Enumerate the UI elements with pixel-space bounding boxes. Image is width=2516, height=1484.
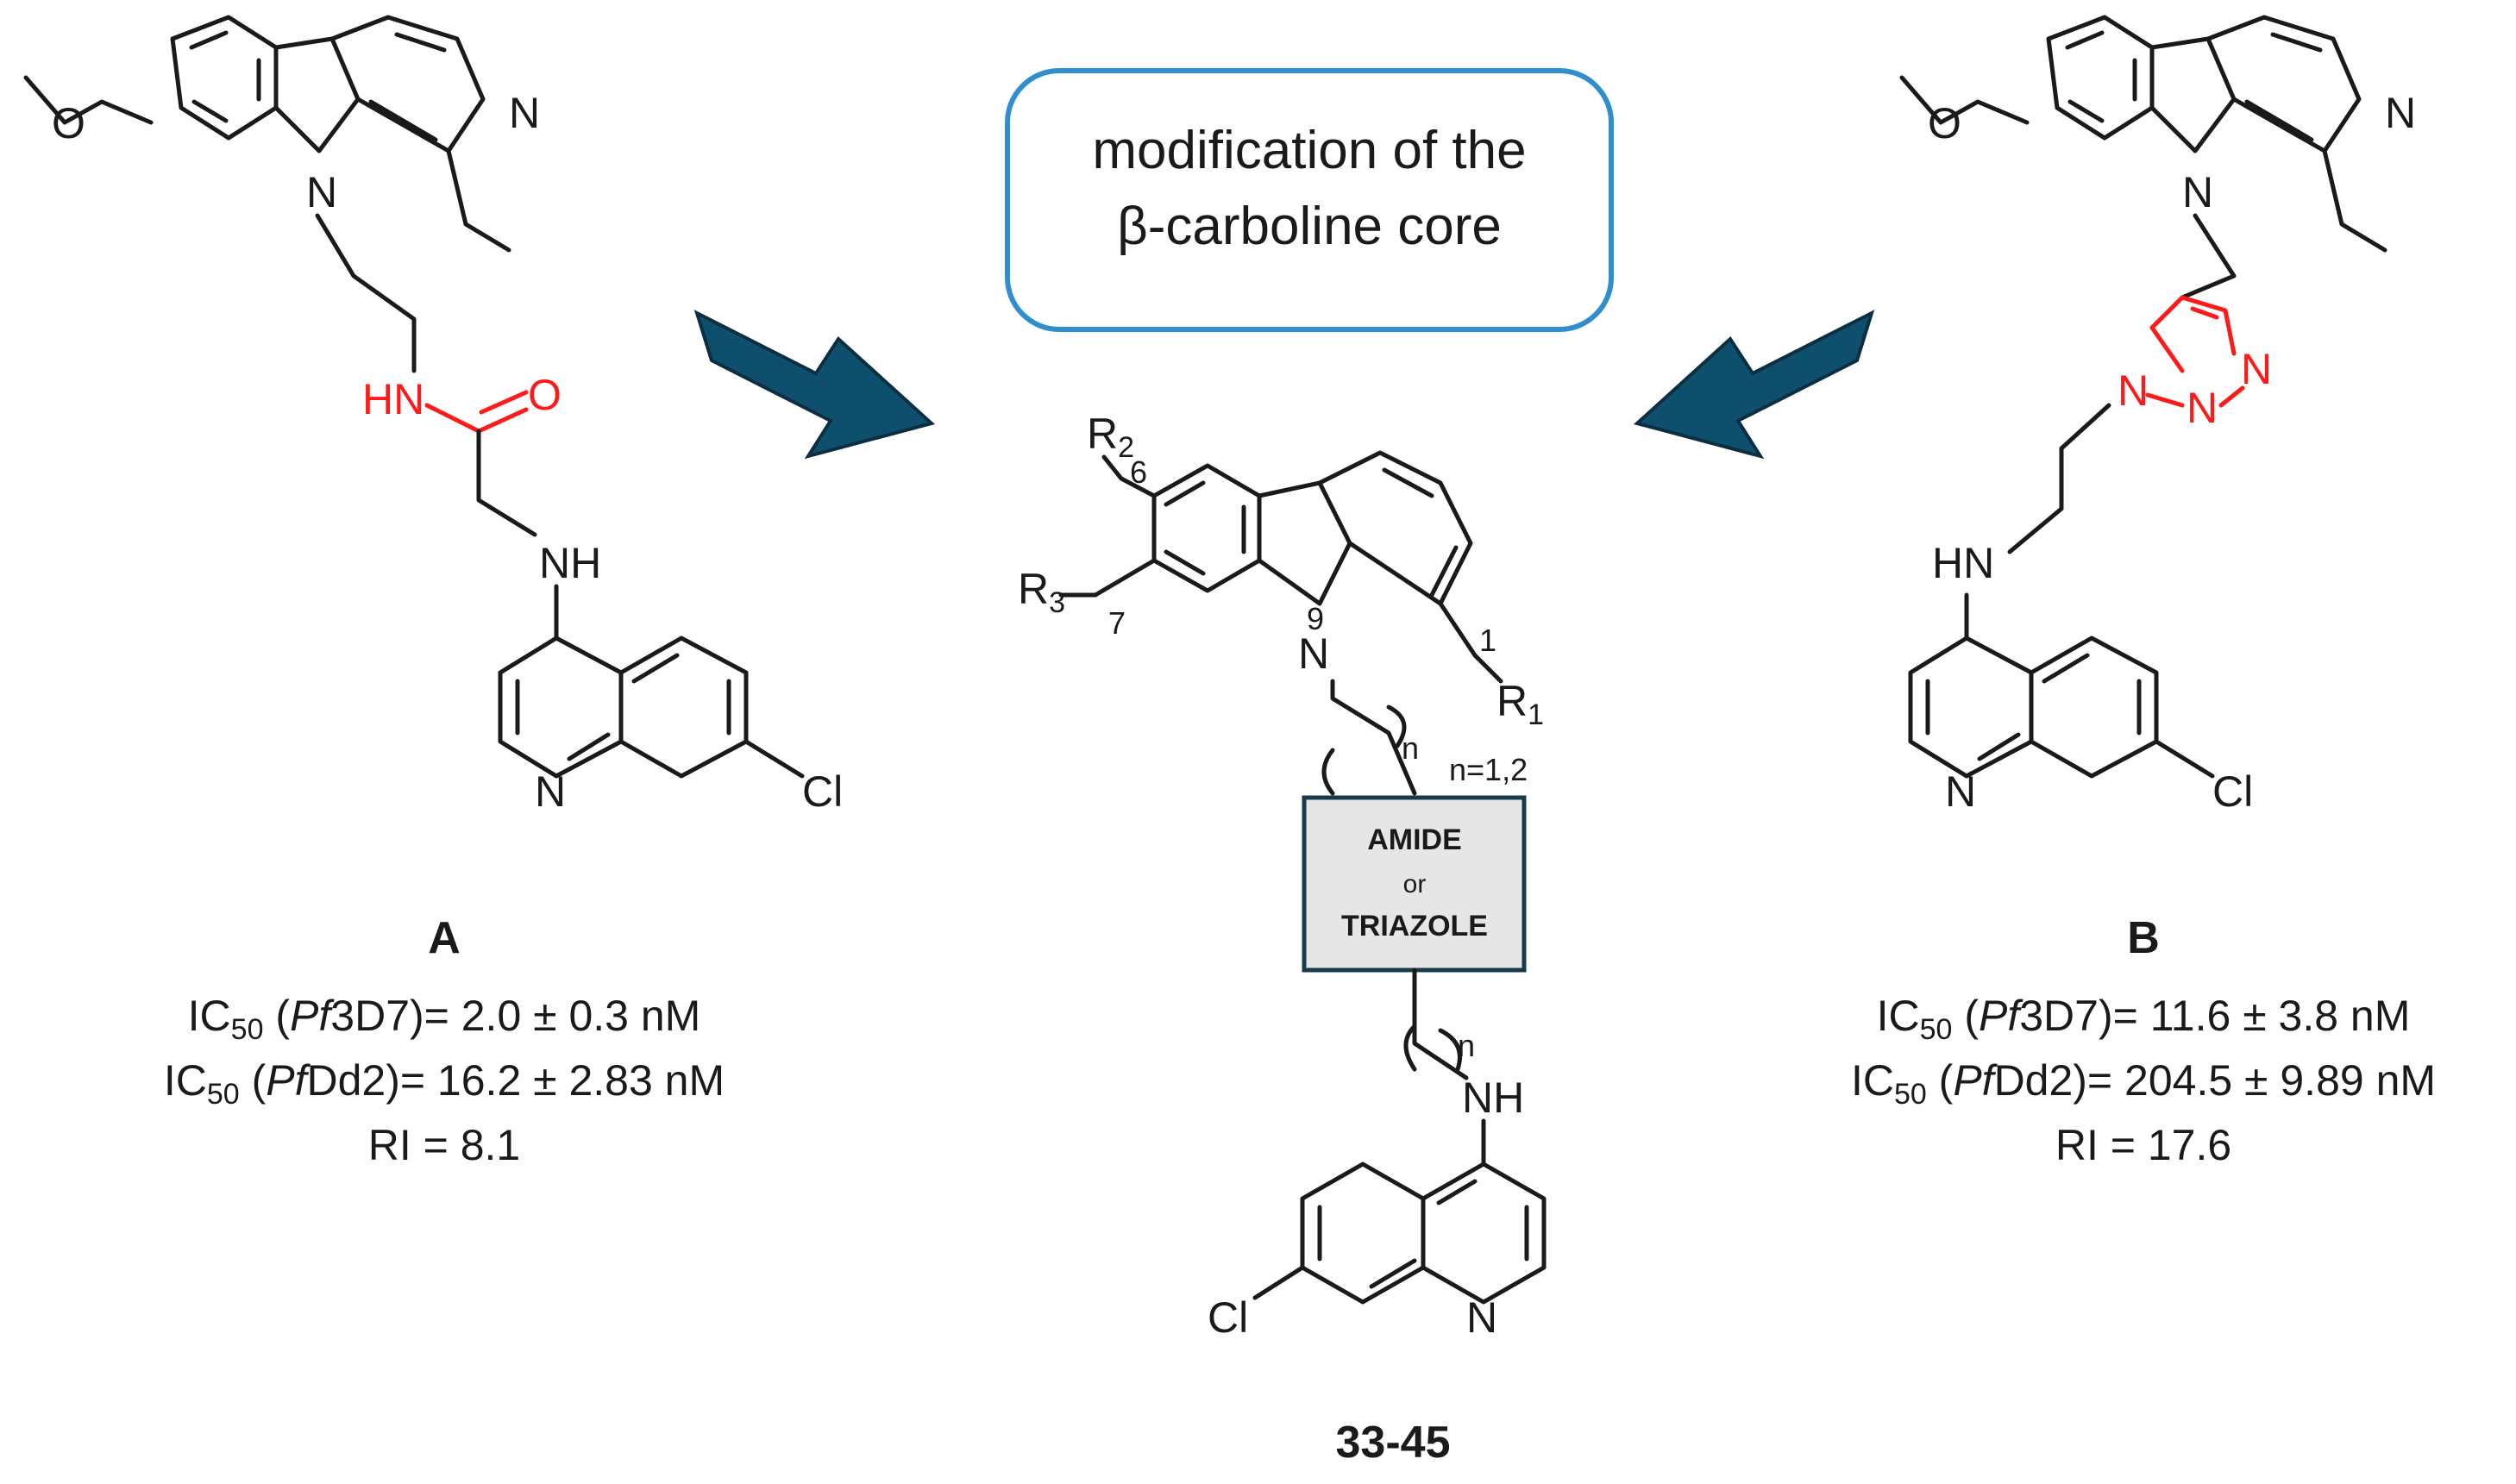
general-chloro: Cl: [1208, 1293, 1248, 1342]
compound-a-label: A: [428, 913, 461, 963]
indole-n-b: N: [2182, 168, 2213, 216]
triazole-n2-b: N: [2187, 384, 2218, 432]
position-6: 6: [1130, 454, 1147, 490]
linker-line3: TRIAZOLE: [1341, 910, 1488, 942]
design-strategy-box: modification of the β-carboline core: [1005, 68, 1614, 332]
triazole-n3-b: N: [2241, 345, 2272, 393]
arrow-left-icon: [1633, 310, 1875, 460]
compound-b-label: B: [2127, 913, 2160, 963]
compound-b-ic50-3d7: IC50 (Pf3D7)= 11.6 ± 3.8 nM: [1877, 992, 2411, 1046]
design-box-line1: modification of the: [1092, 121, 1526, 180]
methoxy-o-b: O: [1928, 99, 1961, 147]
linker-box: [1302, 795, 1527, 973]
compound-b-structure: O N N N N N HN Cl N: [1899, 15, 2416, 816]
n-upper: n: [1402, 730, 1419, 766]
linker-line1: AMIDE: [1367, 823, 1462, 856]
compound-a-structure: O N N HN O NH Cl N: [23, 15, 843, 816]
linker-line2: or: [1403, 870, 1427, 899]
compound-b-ri: RI = 17.6: [2055, 1121, 2231, 1169]
methoxy-o-a: O: [52, 99, 85, 147]
design-box-line2: β-carboline core: [1117, 197, 1502, 256]
compound-a-ic50-3d7: IC50 (Pf3D7)= 2.0 ± 0.3 nM: [188, 992, 701, 1046]
r1-group: R1: [1496, 677, 1544, 731]
quinoline-n-b: N: [1945, 767, 1976, 816]
chloro-a: Cl: [802, 767, 843, 816]
n-lower: n: [1458, 1028, 1475, 1063]
position-1: 1: [1479, 623, 1496, 658]
compound-a-ri: RI = 8.1: [368, 1121, 521, 1169]
carbazole-n9: N: [1298, 629, 1329, 678]
compound-b-ic50-dd2: IC50 (PfDd2)= 204.5 ± 9.89 nM: [1851, 1056, 2436, 1111]
quinoline-n-a: N: [535, 767, 566, 816]
position-7: 7: [1108, 605, 1126, 641]
compound-a-ic50-dd2: IC50 (PfDd2)= 16.2 ± 2.83 nM: [164, 1056, 725, 1111]
compound-b-data: B IC50 (Pf3D7)= 11.6 ± 3.8 nM IC50 (PfDd…: [1851, 913, 2436, 1169]
r2-group: R2: [1087, 410, 1134, 464]
amide-nh-a: HN: [362, 375, 424, 423]
indole-n-a: N: [306, 168, 337, 216]
triazole-n1-b: N: [2118, 366, 2149, 415]
general-structure: N 6 7 9 1 R2 R3 R1 n n=1,2 AMIDE or TRIA…: [1018, 410, 1547, 1468]
amine-nh-a: NH: [539, 539, 601, 587]
position-9: 9: [1307, 601, 1324, 636]
compound-a-data: A IC50 (Pf3D7)= 2.0 ± 0.3 nM IC50 (PfDd2…: [164, 913, 725, 1169]
arrow-right-icon: [693, 310, 936, 460]
general-nh: NH: [1462, 1074, 1524, 1122]
pyridine-n-a: N: [509, 89, 540, 137]
general-quinoline-n: N: [1466, 1293, 1497, 1342]
amine-hn-b: HN: [1932, 539, 1994, 587]
n-range: n=1,2: [1449, 752, 1528, 787]
amide-o-a: O: [528, 371, 562, 419]
r3-group: R3: [1018, 565, 1065, 619]
general-structure-label: 33-45: [1336, 1418, 1451, 1468]
pyridine-n-b: N: [2385, 89, 2416, 137]
chloro-b: Cl: [2212, 767, 2253, 816]
